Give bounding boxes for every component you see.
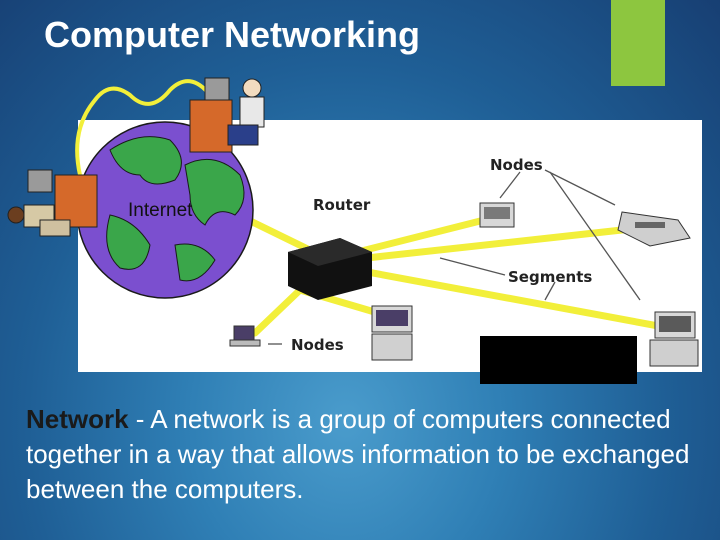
pointer-lines	[268, 169, 641, 345]
node-laptop	[229, 325, 261, 347]
dialup-wire	[75, 79, 212, 176]
definition-paragraph: Network - A network is a group of comput…	[26, 402, 716, 507]
redaction-box	[480, 336, 637, 384]
nodes-bottom-label: Nodes	[291, 336, 344, 354]
definition-text: A network is a group of computers connec…	[26, 404, 690, 504]
node-computer-top	[479, 202, 515, 228]
internet-label: Internet	[128, 200, 193, 221]
node-computer-bottom	[371, 305, 413, 361]
definition-term: Network	[26, 404, 129, 434]
node-computer-right	[649, 311, 699, 367]
router-device	[288, 238, 372, 300]
user-workstation-top	[189, 77, 265, 153]
nodes-top-label: Nodes	[490, 156, 543, 174]
node-printer	[617, 211, 691, 247]
slide-title: Computer Networking	[44, 14, 421, 55]
accent-bar	[611, 0, 665, 86]
router-label: Router	[313, 196, 371, 214]
segments-label: Segments	[508, 268, 593, 286]
definition-separator: -	[128, 404, 151, 434]
user-workstation-left	[7, 169, 98, 237]
